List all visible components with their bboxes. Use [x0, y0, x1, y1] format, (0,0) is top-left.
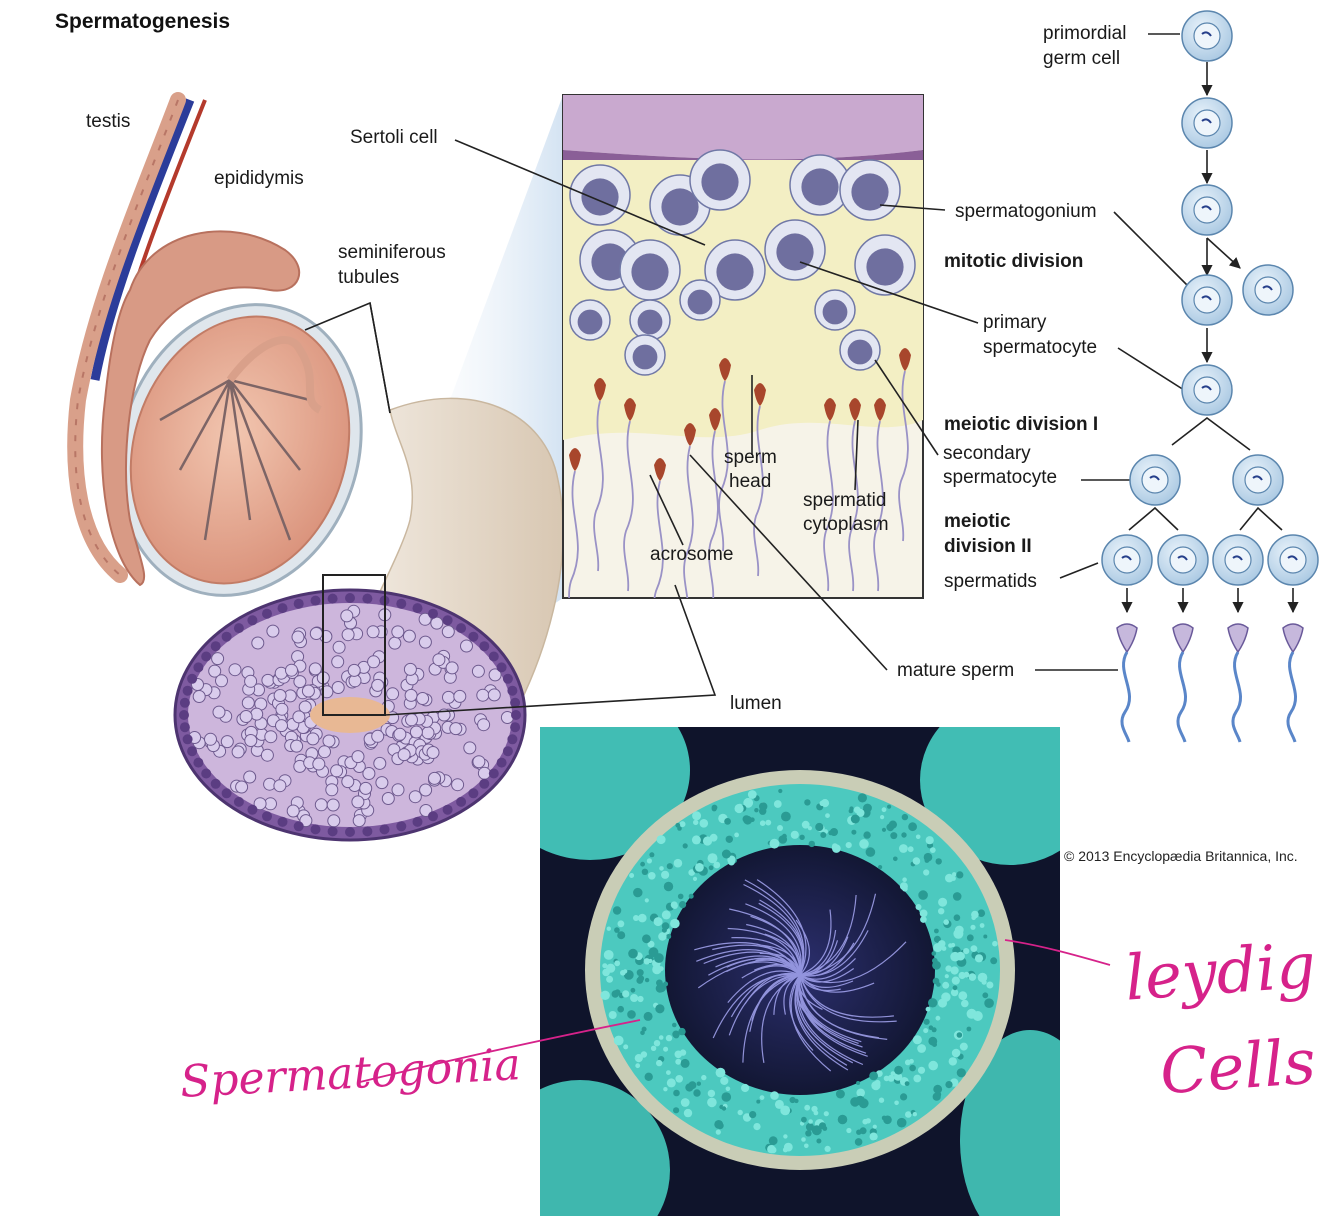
- label-epididymis: epididymis: [214, 168, 304, 189]
- tubule-cross-section: [173, 574, 527, 842]
- handwritten-cells: Cells: [1157, 1024, 1318, 1109]
- label-germ-cell: germ cell: [1043, 48, 1121, 69]
- copyright-notice: © 2013 Encyclopædia Britannica, Inc.: [1064, 848, 1298, 864]
- epididymis: [100, 230, 301, 587]
- mature-sperm-4: [1282, 623, 1304, 654]
- label-lumen: lumen: [730, 693, 782, 714]
- label-meiotic: meiotic: [944, 511, 1011, 532]
- label-division-2: division II: [944, 536, 1032, 557]
- label-secondary: secondary: [943, 443, 1031, 464]
- mature-sperm-1: [1116, 623, 1138, 654]
- tissue-detail-box: [562, 94, 924, 599]
- label-primary: primary: [983, 312, 1047, 333]
- label-meiotic-division-1: meiotic division I: [944, 414, 1099, 435]
- label-cytoplasm: cytoplasm: [803, 514, 889, 535]
- label-tubules: tubules: [338, 267, 400, 288]
- label-mature-sperm: mature sperm: [897, 660, 1015, 681]
- mature-sperm-3: [1227, 623, 1249, 654]
- label-primary-spermatocyte: spermatocyte: [983, 337, 1098, 358]
- label-head: head: [729, 471, 772, 492]
- leader-lines: [304, 139, 979, 716]
- label-testis: testis: [86, 111, 131, 132]
- testis: [117, 303, 363, 597]
- label-spermatogonium: spermatogonium: [955, 201, 1097, 222]
- label-spermatid: spermatid: [803, 490, 887, 511]
- label-sertoli-cell: Sertoli cell: [350, 127, 438, 148]
- label-mitotic-division: mitotic division: [944, 251, 1084, 272]
- figure-title: Spermatogenesis: [55, 10, 231, 33]
- mature-sperm-2: [1172, 623, 1194, 654]
- label-spermatids: spermatids: [944, 571, 1037, 592]
- label-sperm: sperm: [724, 447, 777, 468]
- lineage-cells: [1101, 10, 1319, 743]
- label-secondary-spermatocyte: spermatocyte: [943, 467, 1058, 488]
- label-seminiferous: seminiferous: [338, 242, 446, 263]
- sem-micrograph: [540, 727, 1060, 1216]
- handwritten-leydig: leydig: [1122, 928, 1319, 1015]
- lineage-connectors: [1035, 33, 1299, 671]
- label-primordial: primordial: [1043, 23, 1127, 44]
- label-acrosome: acrosome: [650, 544, 734, 565]
- handwritten-pointers: [359, 939, 1111, 1083]
